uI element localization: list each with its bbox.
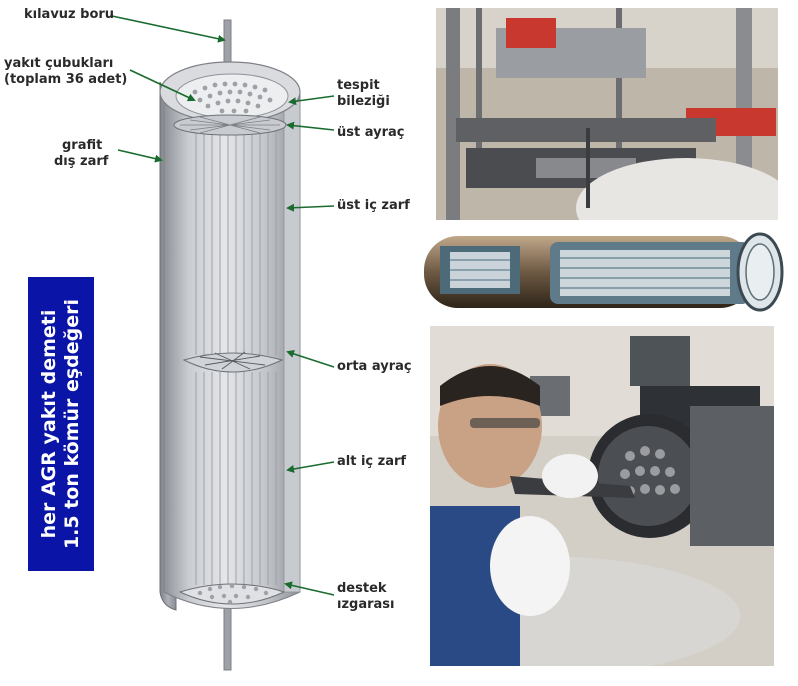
support-grid-holes bbox=[197, 583, 269, 605]
upper-spacer-mesh bbox=[180, 116, 280, 134]
top-plate-holes bbox=[192, 81, 273, 114]
arrow-upper-spacer bbox=[286, 121, 335, 131]
label-locking-ring-2: bileziği bbox=[337, 94, 390, 109]
arrow-fuel-rods bbox=[129, 69, 196, 102]
label-fuel-rods-2: (toplam 36 adet) bbox=[4, 72, 128, 87]
label-upper-spacer: üst ayraç bbox=[337, 125, 405, 140]
upper-fuel-pins bbox=[195, 130, 277, 355]
lower-fuel-pins bbox=[195, 372, 277, 585]
arrow-lower-inner-sleeve bbox=[286, 461, 335, 473]
callout-arrows bbox=[111, 15, 335, 596]
photo-manufacturing-line bbox=[436, 8, 778, 220]
callout-box: her AGR yakıt demeti 1.5 ton kömür eşdeğ… bbox=[28, 277, 94, 571]
label-support-grid-1: destek bbox=[337, 581, 387, 596]
arrow-support-grid bbox=[284, 581, 335, 596]
arrow-middle-spacer bbox=[286, 350, 335, 368]
middle-spacer-mesh bbox=[199, 351, 266, 370]
arrow-graphite-sleeve bbox=[117, 149, 163, 163]
photo-technician-inspection bbox=[430, 326, 774, 666]
outer-sleeve-body bbox=[163, 91, 301, 609]
label-fuel-rods-1: yakıt çubukları bbox=[4, 56, 114, 71]
label-locking-ring-1: tespit bbox=[337, 78, 380, 93]
arrow-upper-inner-sleeve bbox=[286, 203, 335, 212]
arrow-locking-ring bbox=[288, 95, 335, 106]
label-lower-inner-sleeve: alt iç zarf bbox=[337, 454, 407, 469]
label-upper-inner-sleeve: üst iç zarf bbox=[337, 198, 410, 213]
label-guide-tube: kılavuz boru bbox=[24, 7, 115, 22]
label-graphite-1: grafit bbox=[62, 138, 103, 153]
photo-fuel-assembly-cutaway bbox=[420, 228, 786, 316]
right-wall bbox=[283, 99, 301, 593]
label-graphite-2: dış zarf bbox=[54, 154, 109, 169]
callout-line-1: her AGR yakıt demeti bbox=[38, 309, 60, 539]
callout-line-2: 1.5 ton kömür eşdeğeri bbox=[61, 298, 83, 550]
label-support-grid-2: ızgarası bbox=[337, 597, 395, 612]
callout-text: her AGR yakıt demeti 1.5 ton kömür eşdeğ… bbox=[38, 299, 84, 549]
arrow-guide-tube bbox=[111, 15, 226, 43]
label-middle-spacer: orta ayraç bbox=[337, 359, 412, 374]
